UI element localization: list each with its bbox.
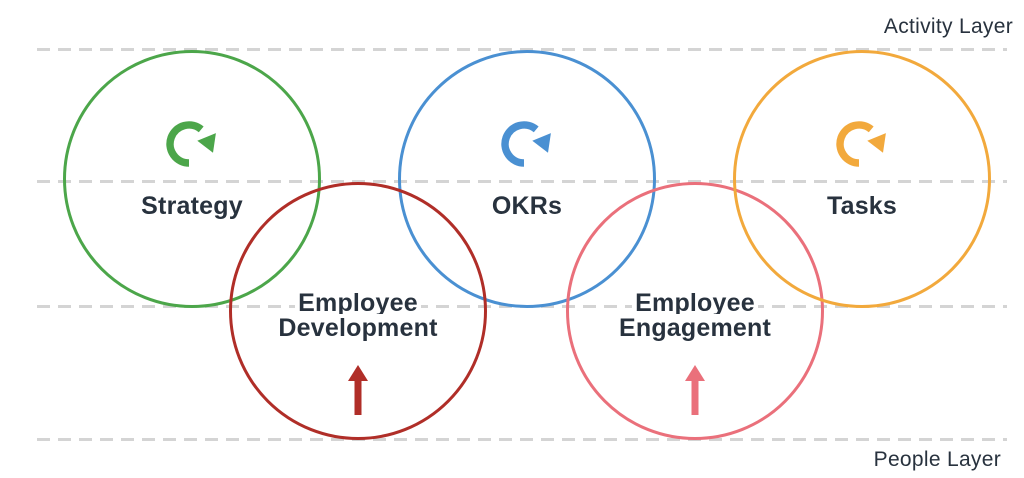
- employee-development-label-line2: Development: [275, 314, 441, 342]
- dashed-guide-line-1: [37, 48, 1007, 51]
- cycle-arrow-icon: [166, 121, 216, 167]
- cycle-arrow-icon: [836, 121, 886, 167]
- employee-development-circle: [229, 182, 487, 440]
- employee-development-label-line1: Employee: [295, 289, 421, 317]
- dashed-guide-line-4: [37, 438, 1007, 441]
- okrs-label: OKRs: [491, 192, 563, 220]
- strategy-label: Strategy: [141, 192, 243, 220]
- up-arrow-icon: [685, 365, 705, 415]
- tasks-label: Tasks: [826, 192, 898, 220]
- people-layer-label: People Layer: [873, 448, 1001, 471]
- employee-engagement-label-line1: Employee: [632, 289, 758, 317]
- employee-engagement-label: Employee Engagement: [585, 289, 805, 342]
- employee-engagement-circle: [566, 182, 824, 440]
- employee-engagement-label-line2: Engagement: [615, 314, 775, 342]
- employee-development-label: Employee Development: [248, 289, 468, 342]
- cycle-arrow-icon: [501, 121, 551, 167]
- activity-layer-label: Activity Layer: [883, 15, 1013, 38]
- tasks-circle: [733, 50, 991, 308]
- up-arrow-icon: [348, 365, 368, 415]
- okrs-circle: [398, 50, 656, 308]
- strategy-circle: [63, 50, 321, 308]
